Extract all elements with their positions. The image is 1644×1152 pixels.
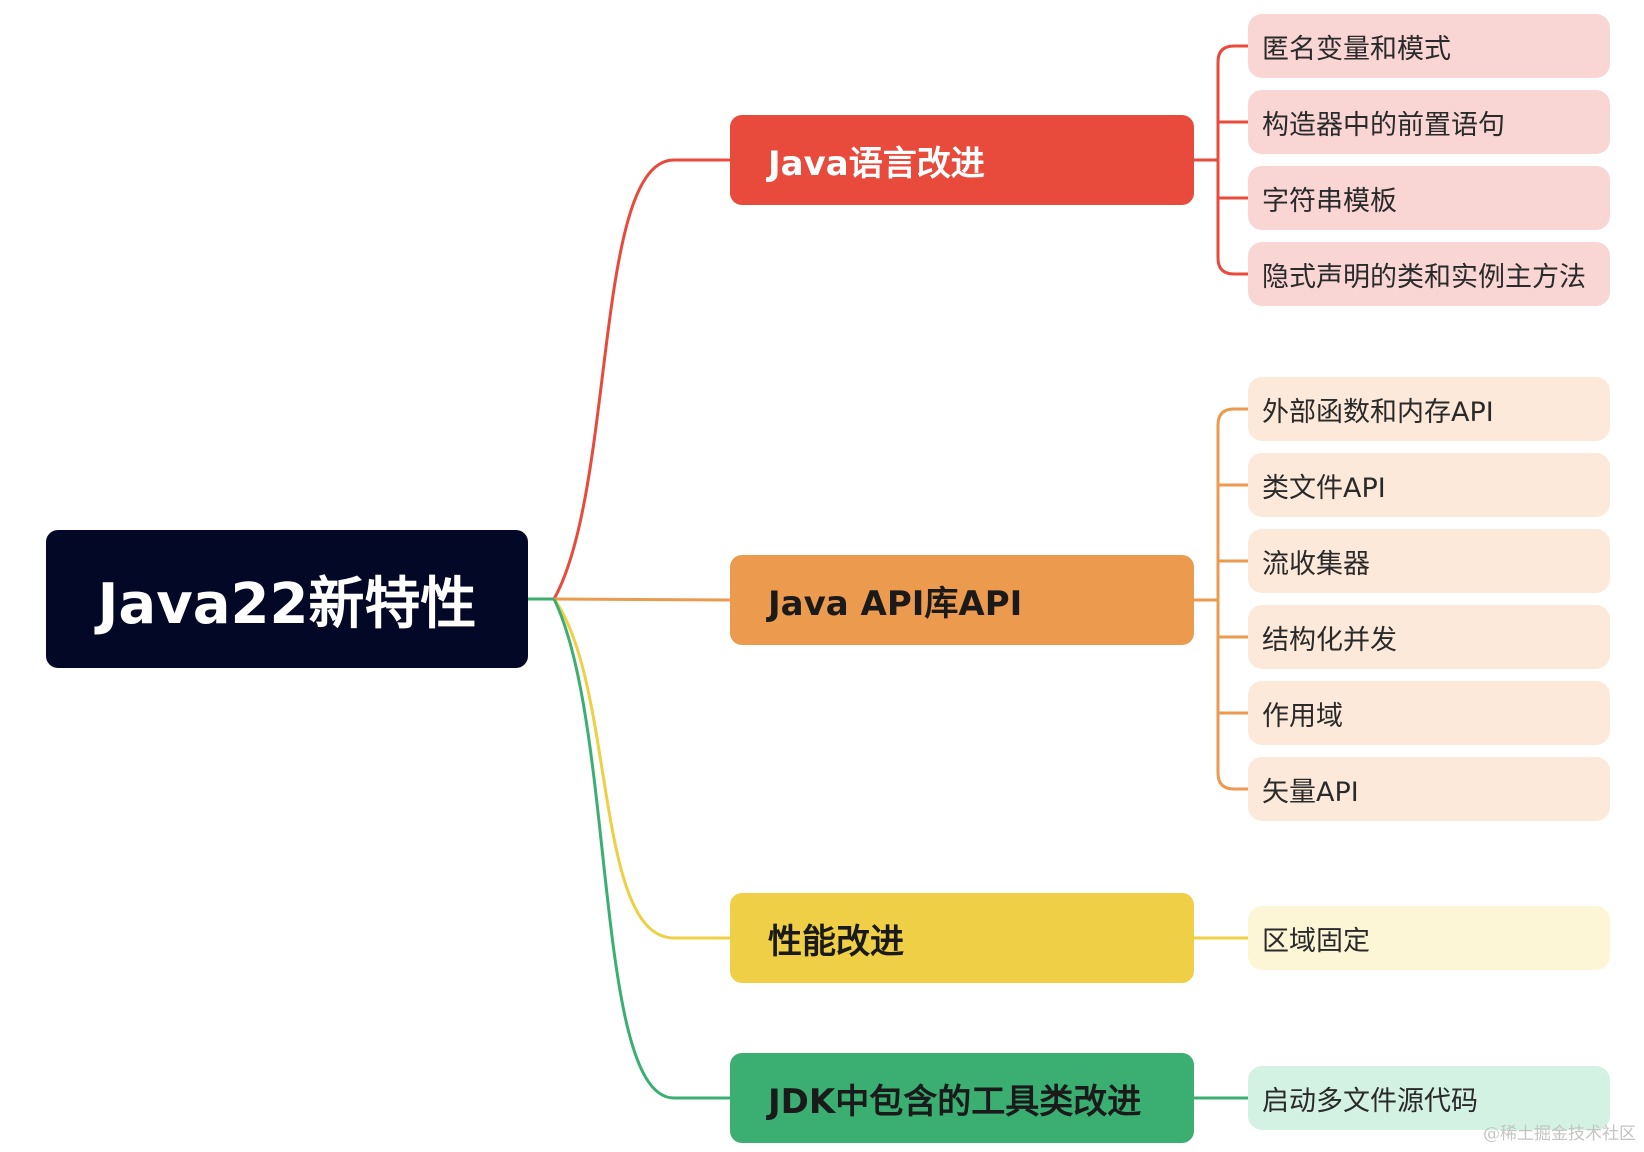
branch-jdk-tools[interactable]: JDK中包含的工具类改进 xyxy=(730,1053,1194,1143)
leaf-link-line-0-0 xyxy=(1216,44,1248,63)
leaf-label: 矢量API xyxy=(1262,776,1359,808)
leaf-statements-before-super[interactable]: 构造器中的前置语句 xyxy=(1248,90,1610,154)
leaf-label: 区域固定 xyxy=(1262,925,1370,957)
leaf-link-line-0-3 xyxy=(1216,257,1248,276)
leaf-label: 类文件API xyxy=(1262,472,1386,504)
leaf-ffm-api[interactable]: 外部函数和内存API xyxy=(1248,377,1610,441)
root-label: Java22新特性 xyxy=(97,571,477,637)
branch-label: 性能改进 xyxy=(768,921,904,962)
leaf-vector-api[interactable]: 矢量API xyxy=(1248,757,1610,821)
leaf-multi-file-source[interactable]: 启动多文件源代码 xyxy=(1248,1066,1610,1130)
watermark: @稀土掘金技术社区 xyxy=(1483,1124,1636,1144)
leaf-label: 结构化并发 xyxy=(1262,624,1397,656)
leaf-region-pinning[interactable]: 区域固定 xyxy=(1248,906,1610,970)
branch-link-line-3 xyxy=(552,598,730,1100)
branch-java-language[interactable]: Java语言改进 xyxy=(730,115,1194,205)
leaf-class-file-api[interactable]: 类文件API xyxy=(1248,453,1610,517)
branch-performance[interactable]: 性能改进 xyxy=(730,893,1194,983)
branch-link-line-1 xyxy=(553,597,731,602)
leaf-string-templates[interactable]: 字符串模板 xyxy=(1248,166,1610,230)
branch-label: JDK中包含的工具类改进 xyxy=(768,1081,1142,1122)
leaf-label: 匿名变量和模式 xyxy=(1262,33,1451,65)
leaf-label: 流收集器 xyxy=(1262,548,1370,580)
leaf-label: 作用域 xyxy=(1262,700,1343,732)
root-node[interactable]: Java22新特性 xyxy=(46,530,528,668)
leaf-stream-gatherers[interactable]: 流收集器 xyxy=(1248,529,1610,593)
leaf-label: 外部函数和内存API xyxy=(1262,396,1494,428)
leaf-label: 启动多文件源代码 xyxy=(1262,1085,1478,1117)
leaf-anonymous-variables[interactable]: 匿名变量和模式 xyxy=(1248,14,1610,78)
leaf-label: 构造器中的前置语句 xyxy=(1262,109,1505,141)
leaf-label: 隐式声明的类和实例主方法 xyxy=(1262,261,1586,293)
leaf-implicit-classes[interactable]: 隐式声明的类和实例主方法 xyxy=(1248,242,1610,306)
branch-link-line-0 xyxy=(552,158,730,600)
branch-label: Java API库API xyxy=(768,583,1023,624)
branch-link-line-2 xyxy=(552,598,730,940)
branch-label: Java语言改进 xyxy=(768,143,985,184)
leaf-scoped-values[interactable]: 作用域 xyxy=(1248,681,1610,745)
leaf-link-line-1-5 xyxy=(1216,772,1248,791)
branch-java-api[interactable]: Java API库API xyxy=(730,555,1194,645)
leaf-link-line-1-0 xyxy=(1216,407,1248,426)
leaf-label: 字符串模板 xyxy=(1262,185,1397,217)
leaf-structured-concurrency[interactable]: 结构化并发 xyxy=(1248,605,1610,669)
